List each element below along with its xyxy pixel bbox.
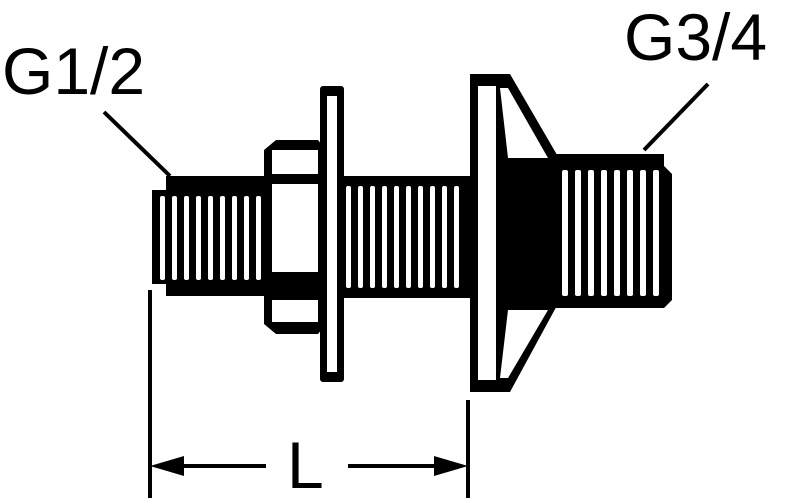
right-threaded-end bbox=[552, 154, 672, 308]
thread-ridge bbox=[184, 196, 189, 280]
thread-ridge bbox=[220, 196, 225, 280]
center-threaded-shaft bbox=[338, 176, 470, 298]
thread-ridge bbox=[588, 170, 594, 296]
washer bbox=[320, 86, 344, 382]
dimension-l bbox=[148, 290, 470, 498]
thread-ridge bbox=[640, 170, 646, 296]
left-threaded-end bbox=[152, 176, 264, 296]
thread-ridge bbox=[601, 170, 607, 296]
thread-ridge bbox=[232, 196, 237, 280]
thread-ridge bbox=[653, 170, 659, 296]
thread-ridge bbox=[406, 186, 411, 288]
thread-ridge bbox=[208, 196, 213, 280]
thread-ridge bbox=[196, 196, 201, 280]
thread-ridge bbox=[562, 170, 568, 296]
thread-ridge bbox=[614, 170, 620, 296]
hex-nut bbox=[264, 140, 326, 334]
dimension-label-l: L bbox=[287, 428, 324, 500]
thread-label-g3-4: G3/4 bbox=[624, 0, 768, 74]
thread-ridge bbox=[160, 196, 165, 280]
thread-ridge bbox=[172, 196, 177, 280]
dimension-arrow-left bbox=[150, 456, 184, 476]
thread-ridge bbox=[575, 170, 581, 296]
thread-ridge bbox=[244, 196, 249, 280]
leader-line-right bbox=[642, 82, 710, 152]
thread-ridge bbox=[430, 186, 435, 288]
thread-ridge bbox=[442, 186, 447, 288]
thread-ridge bbox=[256, 196, 261, 280]
thread-ridge bbox=[370, 186, 375, 288]
thread-ridge bbox=[358, 186, 363, 288]
thread-ridge bbox=[382, 186, 387, 288]
leader-line-left bbox=[102, 110, 172, 178]
thread-ridge bbox=[418, 186, 423, 288]
flange bbox=[470, 74, 560, 392]
thread-ridge bbox=[627, 170, 633, 296]
thread-ridge bbox=[394, 186, 399, 288]
thread-ridge bbox=[454, 186, 459, 288]
thread-ridge bbox=[346, 186, 351, 288]
dimension-arrow-right bbox=[434, 456, 468, 476]
thread-label-g1-2: G1/2 bbox=[2, 34, 146, 108]
